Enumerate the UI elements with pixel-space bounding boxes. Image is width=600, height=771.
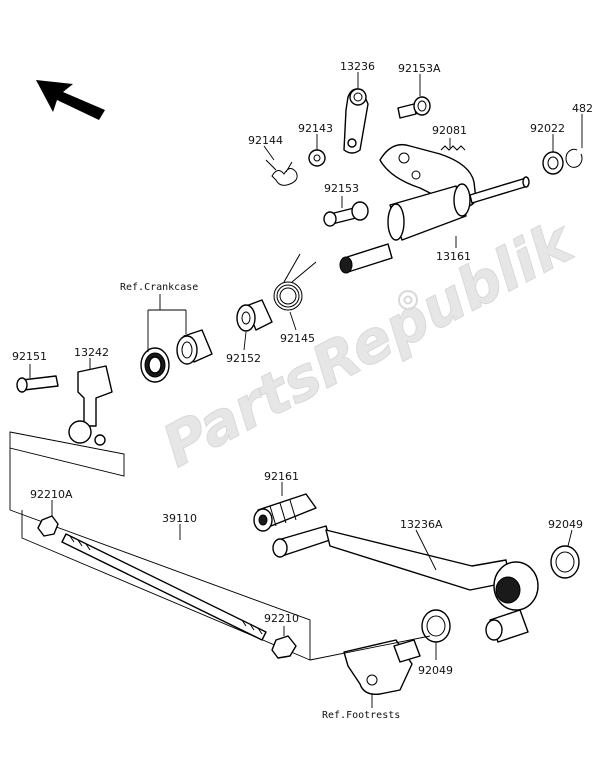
shaft-spline-end	[339, 243, 393, 274]
label-92143: 92143	[298, 122, 333, 135]
label-92144: 92144	[248, 134, 283, 147]
shift-shaft-13161	[379, 143, 530, 241]
bolt-92151	[16, 375, 59, 393]
watermark-gear-icon	[398, 290, 418, 310]
tie-rod-39110	[61, 533, 267, 641]
label-92145: 92145	[280, 332, 315, 345]
label-92153A: 92153A	[398, 62, 441, 75]
label-13236: 13236	[340, 60, 375, 73]
nut-92210A	[37, 515, 59, 537]
collar-92143	[308, 149, 326, 167]
needle-bearing	[176, 329, 213, 365]
label-92049-lower: 92049	[418, 664, 453, 677]
shift-pedal-13236A	[272, 525, 539, 643]
pedal-rubber-92161	[253, 493, 317, 532]
leader-lines	[29, 72, 583, 708]
linkage-outline	[9, 431, 311, 661]
watermark: PartsRepublik	[151, 206, 587, 481]
footrest-bracket	[343, 639, 421, 695]
label-92210A: 92210A	[30, 488, 73, 501]
shift-arm-13236	[343, 88, 369, 154]
bolt-92153A	[397, 96, 431, 119]
crankcase-bracket	[147, 294, 187, 352]
bolt-92153	[323, 201, 369, 227]
label-13242: 13242	[74, 346, 109, 359]
label-92049-right: 92049	[548, 518, 583, 531]
shift-lever-13242	[68, 365, 113, 446]
label-92161: 92161	[264, 470, 299, 483]
watermark-text: PartsRepublik	[152, 206, 587, 480]
label-92022: 92022	[530, 122, 565, 135]
collar-92152	[236, 299, 273, 332]
label-92152: 92152	[226, 352, 261, 365]
label-ref-crankcase: Ref.Crankcase	[120, 282, 198, 293]
direction-arrow-icon	[36, 80, 105, 120]
label-13236A: 13236A	[400, 518, 443, 531]
circlip-482	[565, 148, 583, 168]
label-92151: 92151	[12, 350, 47, 363]
spring-92145	[273, 253, 317, 311]
seal-92049-right	[550, 545, 580, 579]
oil-seal	[140, 347, 170, 383]
label-39110: 39110	[162, 512, 197, 525]
label-ref-footrests: Ref.Footrests	[322, 710, 400, 721]
washer-92022	[542, 151, 564, 175]
callout-labels: 13236 92153A 482 92144 92143 92081 92022…	[12, 60, 593, 721]
label-92210: 92210	[264, 612, 299, 625]
spring-92081	[440, 145, 466, 151]
label-482: 482	[572, 102, 593, 115]
spring-92144	[265, 159, 298, 186]
label-92153: 92153	[324, 182, 359, 195]
label-13161: 13161	[436, 250, 471, 263]
nut-92210	[271, 635, 297, 659]
label-92081: 92081	[432, 124, 467, 137]
